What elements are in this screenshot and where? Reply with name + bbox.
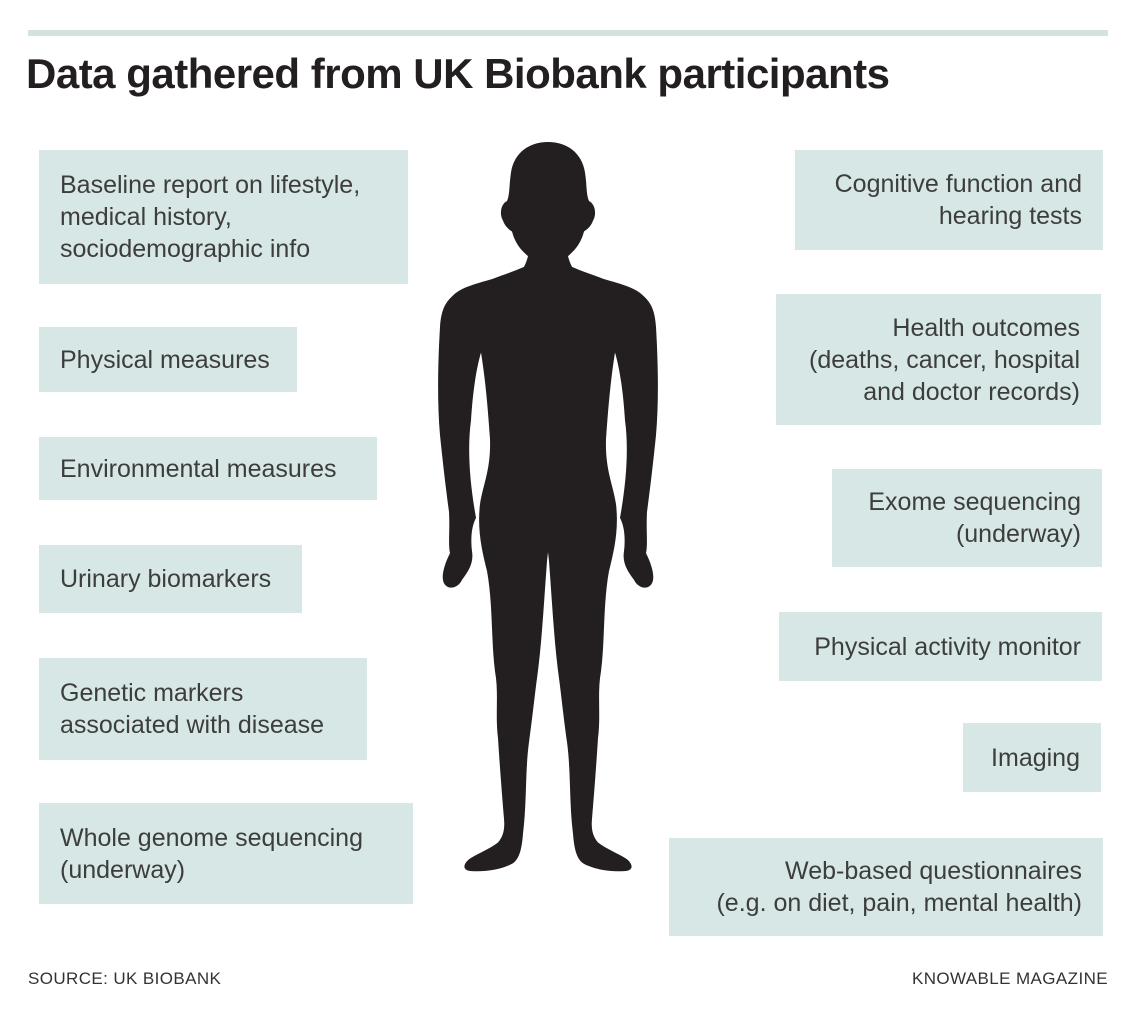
source-credit: SOURCE: UK BIOBANK [28, 969, 222, 988]
data-box-imaging: Imaging [963, 723, 1101, 792]
data-box-health-outcomes: Health outcomes (deaths, cancer, hospita… [776, 294, 1101, 425]
data-box-physical-measures: Physical measures [39, 327, 297, 392]
accent-bar [28, 30, 1108, 36]
data-box-baseline-report: Baseline report on lifestyle, medical hi… [39, 150, 408, 284]
data-box-environmental-measures: Environmental measures [39, 437, 377, 500]
data-box-web-questionnaires: Web-based questionnaires (e.g. on diet, … [669, 838, 1103, 936]
data-box-exome-sequencing: Exome sequencing (underway) [832, 469, 1102, 567]
data-box-cognitive-function: Cognitive function and hearing tests [795, 150, 1103, 250]
publisher-credit: KNOWABLE MAGAZINE [911, 969, 1108, 988]
page-title: Data gathered from UK Biobank participan… [26, 50, 890, 97]
data-box-genetic-markers: Genetic markers associated with disease [39, 658, 367, 760]
human-body-silhouette-icon [433, 140, 663, 876]
data-box-whole-genome-sequencing: Whole genome sequencing (underway) [39, 803, 413, 904]
data-box-urinary-biomarkers: Urinary biomarkers [39, 545, 302, 613]
data-box-physical-activity-monitor: Physical activity monitor [779, 612, 1102, 681]
